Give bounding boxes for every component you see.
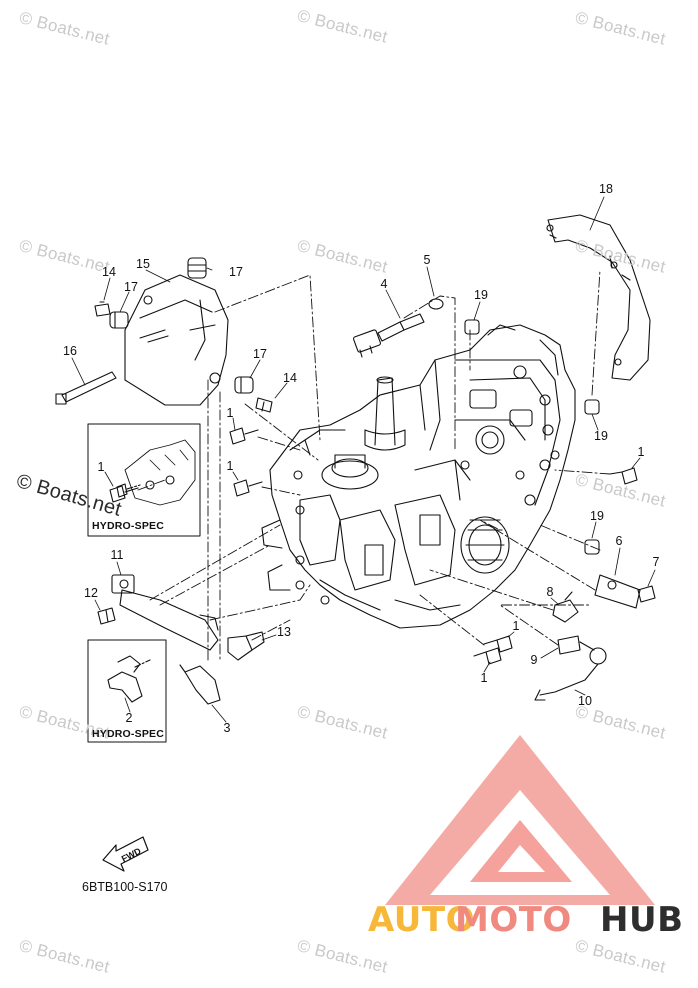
callout-15: 15 <box>136 256 150 271</box>
callout-14: 14 <box>102 264 116 279</box>
callout-2: 2 <box>125 710 133 725</box>
grommet-19-right <box>584 399 600 415</box>
callout-16: 16 <box>63 343 77 358</box>
callout-9: 9 <box>530 652 538 667</box>
callout-17: 17 <box>253 346 267 361</box>
callout-1: 1 <box>637 444 645 459</box>
bolt-14-top <box>94 301 111 317</box>
inset-label-hydro-spec: HYDRO-SPEC <box>92 728 165 740</box>
callout-1: 1 <box>480 670 488 685</box>
callout-5: 5 <box>423 252 431 267</box>
bolt-1-a <box>229 427 259 445</box>
callout-7: 7 <box>652 554 660 569</box>
callout-11: 11 <box>110 547 124 562</box>
diagram-code: 6BTB100-S170 <box>82 880 168 894</box>
bolt-part-7 <box>637 585 656 603</box>
callout-17: 17 <box>124 279 138 294</box>
logo-triangle-icon <box>385 735 655 905</box>
callout-3: 3 <box>223 720 231 735</box>
callout-1: 1 <box>512 618 520 633</box>
callout-8: 8 <box>546 584 554 599</box>
cover-part-15 <box>124 274 229 406</box>
callout-1: 1 <box>226 458 234 473</box>
bolt-14-right <box>255 397 273 413</box>
grommet-19-mid <box>584 539 600 555</box>
callout-1: 1 <box>226 405 234 420</box>
logo-text-moto: MOTO <box>455 900 572 940</box>
bolt-1-f <box>473 647 502 665</box>
callout-19: 19 <box>474 287 488 302</box>
callout-10: 10 <box>578 693 592 708</box>
bracket-part-6 <box>594 574 641 609</box>
bolt-1-d <box>609 467 638 485</box>
bracket-part-11 <box>111 574 219 651</box>
grommet-17-top <box>187 257 207 279</box>
logo-text-hub: HUB <box>600 900 684 940</box>
sensor-part-9 <box>557 635 607 665</box>
bolt-1-e <box>483 635 513 653</box>
callout-14: 14 <box>283 370 297 385</box>
callout-13: 13 <box>277 624 291 639</box>
sensor-part-8 <box>552 591 579 623</box>
lead-part-10 <box>534 663 599 701</box>
cover-part-18 <box>546 214 651 381</box>
cable-tie-16 <box>55 371 117 405</box>
callout-12: 12 <box>84 585 98 600</box>
callout-18: 18 <box>599 181 613 196</box>
callout-19: 19 <box>590 508 604 523</box>
inset-label-hydro-spec: HYDRO-SPEC <box>92 520 165 532</box>
grommet-17-right <box>234 376 254 394</box>
grommet-19-top <box>464 319 480 335</box>
inset-bottom-box <box>87 639 167 743</box>
o-ring-part-5 <box>428 298 444 310</box>
fwd-label: FWD <box>120 846 143 864</box>
sensor-part-4 <box>353 313 425 358</box>
callout-4: 4 <box>380 276 388 291</box>
bolt-1-b <box>233 479 263 497</box>
callout-1: 1 <box>97 459 105 474</box>
inset-top-box <box>87 423 201 537</box>
bolt-part-12 <box>97 607 116 625</box>
logo-text-auto: AUTO <box>368 900 475 940</box>
bolt-1-c <box>109 485 139 503</box>
grommet-17-left <box>109 311 129 329</box>
clamp-part-3 <box>179 664 221 705</box>
callout-17: 17 <box>229 264 243 279</box>
callout-lines <box>71 196 656 723</box>
clamp-part-13 <box>227 631 265 661</box>
callout-19: 19 <box>594 428 608 443</box>
engine-block <box>261 324 576 629</box>
leader-lines <box>137 269 611 661</box>
fwd-arrow-icon <box>102 836 149 872</box>
callout-6: 6 <box>615 533 623 548</box>
